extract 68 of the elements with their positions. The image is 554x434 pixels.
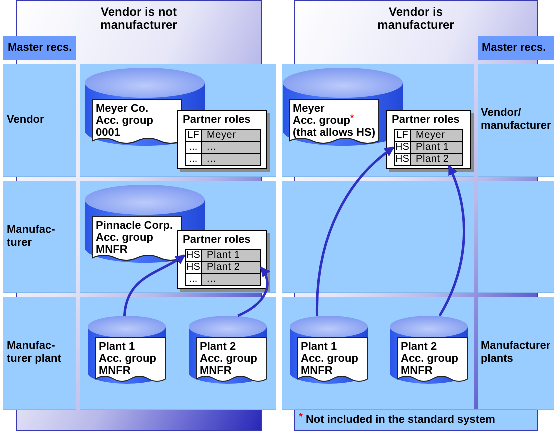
table-row xyxy=(185,141,261,154)
table-row xyxy=(185,273,261,286)
table-row xyxy=(394,129,463,142)
row-header: Vendor/ manufacturer xyxy=(478,64,554,177)
record-text: Plant 1 xyxy=(301,341,338,353)
table-row xyxy=(394,153,463,166)
role-code: HS xyxy=(186,250,202,261)
panel-title: Vendor is manufacturer xyxy=(376,6,456,32)
role-code: HS xyxy=(395,154,411,165)
record-text: MNFR xyxy=(401,365,433,377)
arrow xyxy=(316,146,395,316)
role-code: HS xyxy=(186,262,202,273)
table-row xyxy=(394,141,463,154)
arrow xyxy=(123,254,186,316)
row-header: Manufac- turer xyxy=(3,181,76,293)
column-header: Master recs. xyxy=(3,36,76,60)
arrow xyxy=(438,165,466,317)
partner-name: ... xyxy=(202,154,260,165)
row-header: Manufacturer plants xyxy=(478,297,554,410)
table-heading: Partner roles xyxy=(183,113,251,127)
role-code: HS xyxy=(395,142,411,153)
arrow xyxy=(238,266,270,318)
partner-roles-table xyxy=(177,230,267,289)
role-code: LF xyxy=(395,130,411,141)
table-row xyxy=(185,261,261,274)
partner-name: Meyer xyxy=(411,130,462,141)
record-text: MNFR xyxy=(99,365,131,377)
partner-roles-table xyxy=(177,110,267,169)
table-row xyxy=(185,153,261,166)
database-cylinder xyxy=(290,316,368,384)
column-header: Master recs. xyxy=(478,36,554,60)
table-row xyxy=(185,129,261,142)
record-text: Acc. group xyxy=(96,115,154,127)
record-text: Plant 2 xyxy=(401,341,438,353)
partner-name: Plant 1 xyxy=(202,250,260,261)
panel-title: Vendor is not manufacturer xyxy=(100,6,178,32)
row-header: Manufac- turer plant xyxy=(3,297,76,410)
record-text: MNFR xyxy=(96,244,128,256)
partner-name: ... xyxy=(202,142,260,153)
record-text: 0001 xyxy=(96,127,120,139)
table-row xyxy=(185,249,261,262)
partner-name: Plant 1 xyxy=(411,142,462,153)
record-text: MNFR xyxy=(200,365,232,377)
partner-name: Plant 2 xyxy=(411,154,462,165)
record-text: Acc. group xyxy=(99,353,156,365)
partner-name: Meyer xyxy=(202,130,260,141)
record-text: Meyer Co. xyxy=(96,103,149,115)
partner-roles-table xyxy=(386,110,471,169)
partner-name: Plant 2 xyxy=(202,262,260,273)
partner-name: ... xyxy=(202,274,260,285)
record-text: Acc. group xyxy=(200,353,258,365)
table-heading: Partner roles xyxy=(392,113,460,127)
table-heading: Partner roles xyxy=(183,233,251,247)
record-text: Acc. group$^{*}$ xyxy=(293,115,354,127)
database-cylinder xyxy=(88,316,166,384)
record-text: Acc. group xyxy=(301,353,358,365)
role-code: LF xyxy=(186,130,202,141)
row-header: Vendor xyxy=(3,64,76,177)
record-text: (that allows HS) xyxy=(293,127,376,139)
database-cylinder xyxy=(189,316,267,384)
record-text: Acc. group xyxy=(401,353,458,365)
record-text: Pinnacle Corp. xyxy=(96,220,174,232)
record-text: MNFR xyxy=(301,365,333,377)
database-cylinder xyxy=(390,316,468,384)
record-text: Plant 2 xyxy=(200,341,236,353)
record-text: Meyer xyxy=(293,103,325,115)
record-text: Plant 1 xyxy=(99,341,136,353)
record-text: Acc. group xyxy=(96,232,154,244)
